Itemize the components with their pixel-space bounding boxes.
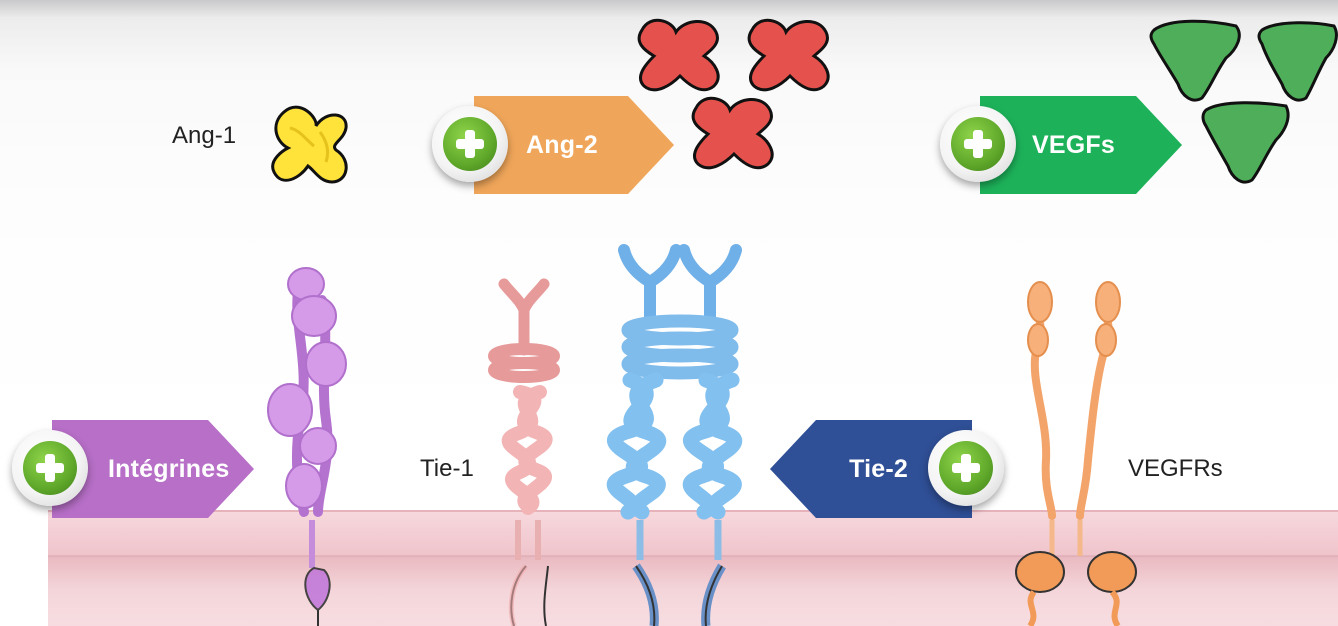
vegfs-banner-label: VEGFs	[1032, 131, 1115, 160]
cell-membrane	[48, 510, 1338, 626]
vegfrs-label: VEGFRs	[1128, 455, 1223, 483]
ang1-label: Ang-1	[172, 122, 236, 150]
ang2-plus-icon	[432, 106, 508, 182]
ang2-ligand	[693, 98, 772, 168]
vegf-ligand	[1259, 23, 1336, 100]
vegfs-plus-icon	[940, 106, 1016, 182]
vegf-ligand-cluster	[1151, 21, 1336, 182]
tie2-banner-label: Tie-2	[849, 455, 908, 484]
vegf-ligand	[1151, 21, 1239, 100]
vegf-ligand	[1203, 103, 1288, 182]
ang2-banner-label: Ang-2	[526, 131, 598, 160]
tie2-plus-icon	[928, 430, 1004, 506]
tie1-label: Tie-1	[420, 455, 474, 483]
ang1-ligand	[273, 107, 347, 182]
ang2-ligand	[639, 20, 718, 90]
integrines-banner-label: Intégrines	[108, 455, 229, 484]
integrines-plus-icon	[12, 430, 88, 506]
ang2-ligand	[749, 20, 828, 90]
